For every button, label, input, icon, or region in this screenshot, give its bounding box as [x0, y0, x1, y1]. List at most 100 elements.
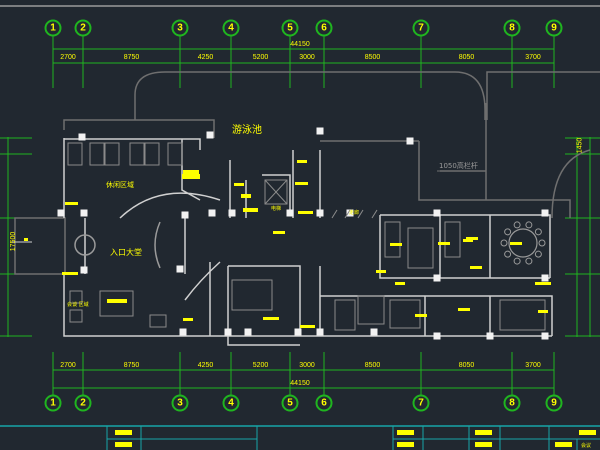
structural-column: [316, 328, 324, 336]
top-bay-dimension: 2700: [60, 54, 76, 61]
chair: [538, 239, 546, 247]
bottom-bay-dimension: 4250: [197, 362, 214, 369]
top-dimension-lines: [53, 48, 554, 64]
site-outline: [14, 71, 600, 275]
round-table: [508, 228, 538, 258]
chair: [513, 221, 521, 229]
room-label-pool: 游泳池: [232, 125, 262, 136]
structural-column: [176, 265, 184, 273]
label-tag: [183, 170, 199, 174]
room-label-elevator: 电梯: [271, 206, 282, 212]
top-bay-dimension: 4250: [197, 54, 214, 61]
top-axis-bubble-9: 9: [545, 19, 563, 37]
room-label-leisure-area: 休闲区域: [106, 181, 134, 189]
label-tag: [295, 182, 308, 185]
label-tag: [234, 183, 244, 186]
bottom-bay-dimension: 8750: [123, 362, 140, 369]
bottom-axis-bubble-8: 8: [503, 394, 521, 412]
title-block: [0, 425, 600, 450]
structural-column: [179, 328, 187, 336]
top-bay-dimension: 8750: [123, 54, 140, 61]
bottom-axis-bubble-4: 4: [222, 394, 240, 412]
label-tag: [243, 208, 258, 212]
structural-column: [346, 209, 354, 217]
left-total-dimension: 17500: [10, 231, 18, 252]
label-tag: [273, 231, 285, 234]
structural-column: [541, 209, 549, 217]
structural-column: [294, 328, 302, 336]
bottom-axis-bubble-1: 1: [44, 394, 62, 412]
furniture: [67, 142, 546, 331]
top-bay-dimension: 3000: [299, 54, 315, 61]
label-tag: [300, 325, 315, 328]
top-bay-dimension: 8050: [458, 54, 475, 61]
label-tag: [395, 282, 405, 285]
total-dimension-bottom: 44150: [290, 380, 310, 387]
structural-column: [433, 209, 441, 217]
bottom-axis-bubble-9: 9: [545, 394, 563, 412]
structural-column: [206, 131, 214, 139]
structural-column: [224, 328, 232, 336]
label-tag: [538, 310, 548, 313]
chair: [504, 250, 512, 258]
bottom-axis-bubble-6: 6: [315, 394, 333, 412]
structural-column: [433, 274, 441, 282]
structural-column: [316, 209, 324, 217]
label-tag: [510, 242, 522, 245]
bottom-dimension-lines: [53, 369, 554, 389]
room-label-lounge: 会谈 区域: [67, 302, 89, 308]
top-axis-bubble-6: 6: [315, 19, 333, 37]
top-axis-bubble-4: 4: [222, 19, 240, 37]
bottom-axis-bubble-7: 7: [412, 394, 430, 412]
structural-column: [486, 332, 494, 340]
room-label-corridor: 走廊: [349, 210, 360, 216]
structural-column: [370, 328, 378, 336]
top-bay-dimension: 8500: [364, 54, 381, 61]
right-dimension-lines: [565, 137, 600, 337]
lobby-arc-sofa: [74, 221, 161, 269]
bottom-bay-dimension: 8050: [458, 362, 475, 369]
structural-column: [208, 209, 216, 217]
railing-note: 1050高栏杆: [439, 162, 478, 170]
bottom-bay-dimension: 3700: [525, 362, 541, 369]
title-block-tags: [115, 430, 596, 447]
structural-column: [80, 209, 88, 217]
chair: [513, 257, 521, 265]
structural-column: [57, 209, 65, 217]
bottom-axis-bubble-5: 5: [281, 394, 299, 412]
label-tag: [390, 243, 402, 246]
label-tag: [183, 318, 193, 321]
bottom-axis-bubble-3: 3: [171, 394, 189, 412]
top-axis-bubble-1: 1: [44, 19, 62, 37]
bottom-bay-dimension: 8500: [364, 362, 381, 369]
room-label-lobby: 入口大堂: [110, 248, 142, 257]
label-tag: [466, 237, 478, 240]
bottom-bay-dimension: 2700: [60, 362, 76, 369]
label-tag: [107, 299, 127, 303]
label-tag: [535, 282, 551, 285]
title-block-corner-label: 会议: [581, 443, 592, 449]
label-tag: [241, 194, 251, 198]
chair: [525, 221, 533, 229]
structural-column: [228, 209, 236, 217]
structural-column: [316, 127, 324, 135]
top-bay-dimension: 3700: [525, 54, 541, 61]
chair: [504, 228, 512, 236]
label-tag: [65, 202, 78, 205]
structural-column: [78, 133, 86, 141]
label-tag: [376, 270, 386, 273]
structural-column: [244, 328, 252, 336]
label-tag: [62, 272, 78, 275]
structural-column: [541, 274, 549, 282]
top-axis-bubble-8: 8: [503, 19, 521, 37]
label-tag: [458, 308, 470, 311]
top-bay-dimension: 5200: [252, 54, 269, 61]
label-tag: [297, 160, 307, 163]
walls: [63, 138, 553, 346]
chair: [534, 250, 542, 258]
total-dimension-top: 44150: [290, 41, 310, 48]
structural-column: [406, 137, 414, 145]
bottom-bay-dimension: 5200: [252, 362, 269, 369]
chair: [525, 257, 533, 265]
